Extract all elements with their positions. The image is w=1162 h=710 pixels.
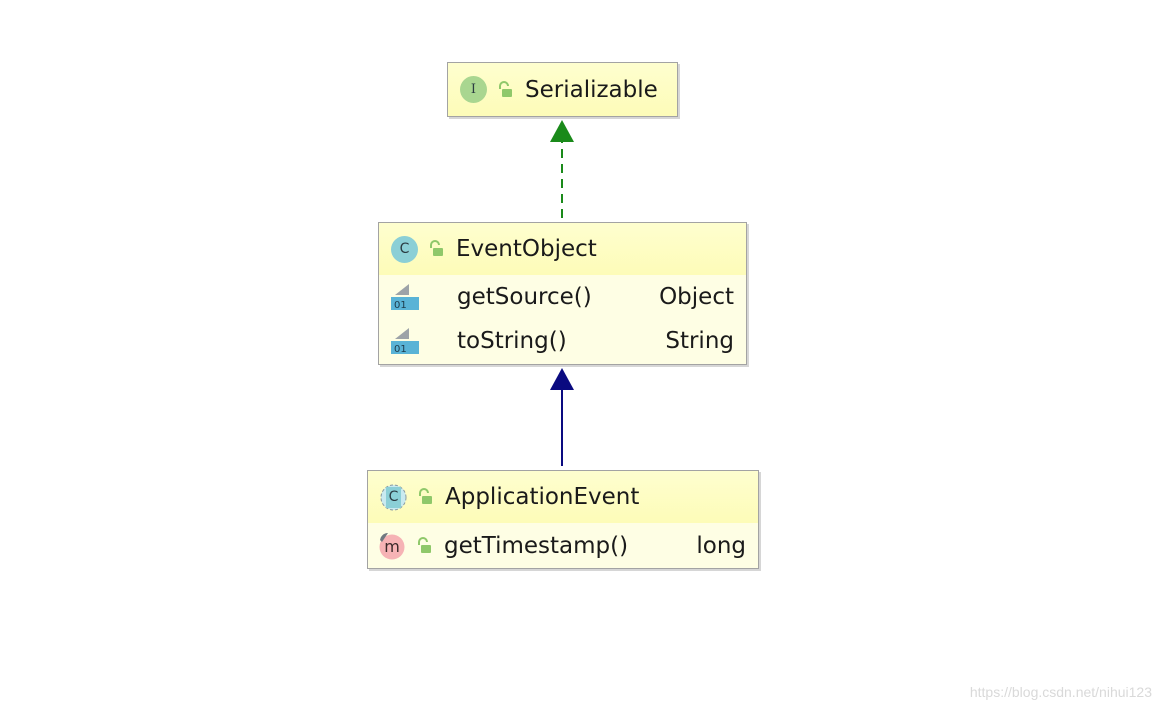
public-lock-icon — [419, 488, 432, 504]
public-lock-icon — [418, 536, 431, 553]
field-icon: 01 — [391, 328, 419, 355]
method-name: getTimestamp() — [444, 532, 629, 559]
extends-arrowhead — [550, 368, 574, 390]
method-row-tostring[interactable]: 01 toString() String — [379, 319, 746, 363]
method-row-gettimestamp[interactable]: m getTimestamp() long — [368, 523, 758, 568]
method-return-type: String — [665, 328, 734, 354]
interface-icon: I — [460, 76, 487, 103]
method-return-type: long — [696, 532, 746, 559]
applicationevent-class-box[interactable]: C ApplicationEvent m getTimestamp() long — [367, 470, 759, 569]
class-icon: C — [391, 235, 418, 263]
public-lock-icon — [430, 240, 443, 256]
serializable-interface-box[interactable]: I Serializable — [447, 62, 678, 117]
interface-header: I Serializable — [448, 63, 677, 116]
eventobject-class-box[interactable]: C EventObject 01 getSource() Object 01 t… — [378, 222, 747, 365]
method-return-type: Object — [659, 284, 734, 310]
watermark-text: https://blog.csdn.net/nihui123 — [969, 684, 1152, 700]
implements-arrowhead — [550, 120, 574, 142]
method-icon: m — [378, 532, 406, 560]
interface-name: Serializable — [525, 76, 658, 103]
method-badge: m — [384, 537, 400, 556]
abstract-class-badge: C — [388, 489, 399, 505]
svg-text:01: 01 — [394, 300, 407, 311]
class-name: EventObject — [456, 236, 597, 262]
method-row-getsource[interactable]: 01 getSource() Object — [379, 275, 746, 319]
public-lock-icon — [499, 80, 512, 97]
method-name: getSource() — [457, 284, 592, 310]
abstract-class-icon: C — [380, 484, 407, 511]
svg-text:01: 01 — [394, 344, 407, 355]
class-name: ApplicationEvent — [445, 484, 640, 510]
method-name: toString() — [457, 328, 567, 354]
class-header: C EventObject — [379, 223, 746, 275]
abstract-class-header: C ApplicationEvent — [368, 471, 758, 523]
field-icon: 01 — [391, 284, 419, 311]
